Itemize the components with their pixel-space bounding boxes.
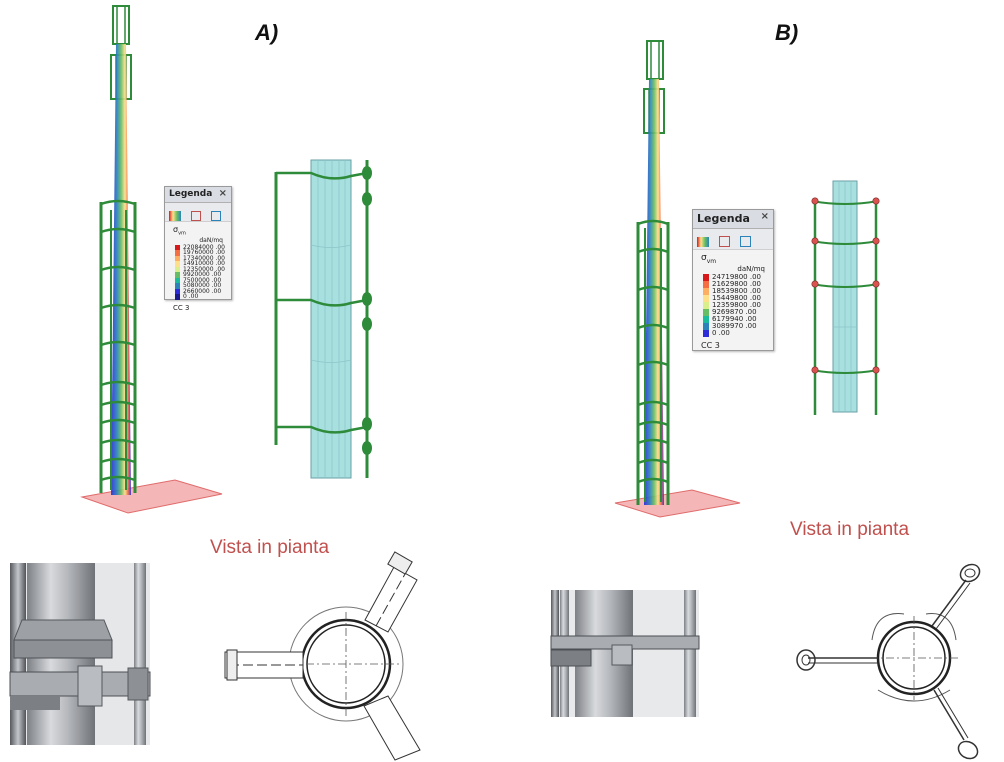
legend-swatch bbox=[703, 301, 709, 309]
base-plate-a bbox=[80, 479, 223, 514]
color-scale-icon[interactable] bbox=[697, 236, 709, 247]
legend-value: 21629800 .00 bbox=[712, 279, 761, 288]
legend-swatch bbox=[703, 280, 709, 288]
legend-toolbar bbox=[693, 229, 773, 250]
load-case: CC 3 bbox=[701, 340, 720, 350]
detail-b-pipe bbox=[811, 180, 880, 415]
import-icon[interactable] bbox=[740, 236, 752, 247]
legend-swatch bbox=[703, 287, 709, 295]
legend-swatch bbox=[703, 329, 709, 337]
legend-swatch bbox=[703, 322, 709, 330]
legend-swatch bbox=[175, 266, 180, 273]
legend-value: 9920000 .00 bbox=[183, 271, 222, 279]
render-b-clamp bbox=[550, 590, 700, 717]
color-bar bbox=[175, 244, 180, 300]
color-bar bbox=[703, 273, 709, 337]
close-icon[interactable]: × bbox=[760, 211, 769, 222]
panel-label-b: B) bbox=[775, 20, 799, 45]
panel-label-a: A) bbox=[255, 20, 279, 45]
legend-value: 0 .00 bbox=[183, 293, 199, 301]
legend-value: 7500000 .00 bbox=[183, 276, 222, 284]
export-icon[interactable] bbox=[719, 236, 731, 247]
legend-swatch bbox=[703, 308, 709, 316]
legend-value: 15449800 .00 bbox=[712, 293, 761, 302]
stress-symbol: σvm bbox=[173, 225, 186, 237]
detail-a-pipe bbox=[274, 159, 372, 479]
legend-value: 12350000 .00 bbox=[183, 265, 225, 273]
legend-value: 3089970 .00 bbox=[712, 321, 757, 330]
antenna-a bbox=[112, 5, 130, 45]
legend-swatch bbox=[175, 261, 180, 267]
render-a-clamp bbox=[9, 563, 151, 745]
import-icon[interactable] bbox=[211, 210, 222, 221]
legend-value: 22084000 .00 bbox=[183, 243, 225, 251]
tower-b-model bbox=[614, 40, 741, 518]
pole-a bbox=[111, 44, 131, 495]
close-icon[interactable]: × bbox=[218, 188, 227, 199]
legend-title-bar: Legenda × bbox=[693, 210, 773, 229]
caption-plan-view-b: Vista in pianta bbox=[790, 519, 910, 540]
legend-swatch bbox=[703, 315, 709, 323]
legend-value: 6179940 .00 bbox=[712, 314, 757, 323]
legend-value: 2660000 .00 bbox=[183, 287, 222, 295]
legend-swatch bbox=[703, 294, 709, 302]
legend-value: 24719800 .00 bbox=[712, 272, 761, 281]
legend-swatch bbox=[175, 277, 180, 284]
legend-unit: daN/mq bbox=[199, 236, 223, 244]
stress-symbol: σvm bbox=[701, 253, 717, 265]
legend-value: 18539800 .00 bbox=[712, 286, 761, 295]
caption-plan-view-a: Vista in pianta bbox=[210, 537, 330, 558]
legend-swatch bbox=[175, 288, 180, 295]
legend-value: 9269870 .00 bbox=[712, 307, 757, 316]
legend-title: Legenda bbox=[169, 189, 213, 199]
legend-value: 0 .00 bbox=[712, 328, 730, 337]
color-scale-icon[interactable] bbox=[169, 210, 181, 221]
base-plate-b bbox=[614, 489, 741, 518]
pole-b bbox=[644, 79, 664, 505]
legend-unit: daN/mq bbox=[737, 264, 765, 273]
legend-toolbar bbox=[165, 203, 231, 222]
legend-value: 12359800 .00 bbox=[712, 300, 761, 309]
legend-swatch bbox=[175, 272, 180, 278]
load-case: CC 3 bbox=[173, 303, 190, 312]
legend-swatch bbox=[175, 244, 180, 251]
legend-swatch bbox=[703, 273, 709, 281]
export-icon[interactable] bbox=[191, 210, 202, 221]
legend-title: Legenda bbox=[697, 212, 750, 225]
plan-view-b bbox=[796, 563, 981, 760]
legend-value: 19760000 .00 bbox=[183, 249, 225, 257]
legend-swatch bbox=[175, 294, 180, 300]
legend-swatch bbox=[175, 250, 180, 256]
legend-swatch bbox=[175, 255, 180, 262]
antenna-b bbox=[646, 40, 664, 80]
legend-title-bar: Legenda × bbox=[165, 187, 231, 203]
legend-value: 14910000 .00 bbox=[183, 260, 225, 268]
legend-value: 17340000 .00 bbox=[183, 254, 225, 262]
tower-a-model bbox=[80, 5, 223, 514]
legend-swatch bbox=[175, 283, 180, 289]
legend-value: 5080000 .00 bbox=[183, 282, 222, 290]
plan-view-a bbox=[224, 551, 421, 761]
